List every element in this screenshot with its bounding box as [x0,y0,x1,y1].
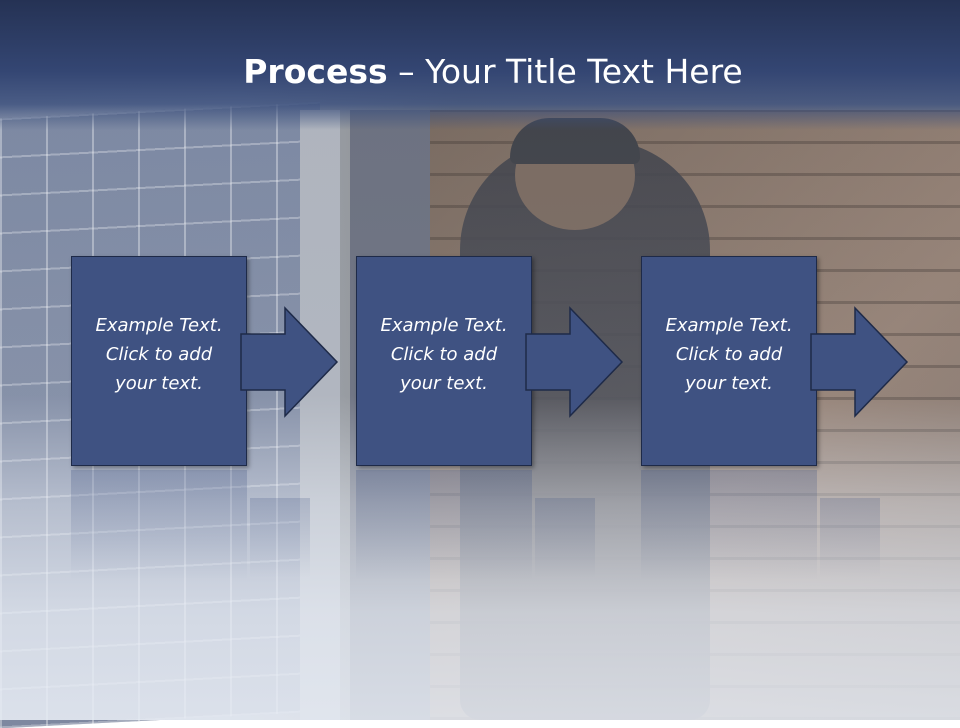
step-text-line-2: Click to add [390,344,498,365]
process-step-2[interactable]: Example Text. Click to add your text. [356,256,624,466]
step-text-line-3: your text. [400,373,488,394]
step-reflection [356,470,532,580]
arrow-reflection [250,498,310,578]
step-text-line-1: Example Text. [95,315,223,336]
step-text-line-2: Click to add [105,344,213,365]
step-text-line-1: Example Text. [380,315,508,336]
step-box[interactable]: Example Text. Click to add your text. [356,256,532,466]
step-text-line-3: your text. [115,373,203,394]
slide-title[interactable]: Process – Your Title Text Here [0,52,960,91]
step-box[interactable]: Example Text. Click to add your text. [71,256,247,466]
step-reflection [641,470,817,580]
process-step-3[interactable]: Example Text. Click to add your text. [641,256,909,466]
step-text-line-1: Example Text. [665,315,793,336]
step-text-line-2: Click to add [675,344,783,365]
arrow-reflection [820,498,880,578]
slide-title-rest: – Your Title Text Here [387,52,743,91]
step-text[interactable]: Example Text. Click to add your text. [646,311,812,398]
right-arrow-icon [525,306,624,418]
slide-title-bold: Process [243,52,388,91]
process-step-1[interactable]: Example Text. Click to add your text. [71,256,339,466]
right-arrow-icon [240,306,339,418]
step-text-line-3: your text. [685,373,773,394]
step-text[interactable]: Example Text. Click to add your text. [76,311,242,398]
step-box[interactable]: Example Text. Click to add your text. [641,256,817,466]
arrow-reflection [535,498,595,578]
step-text[interactable]: Example Text. Click to add your text. [361,311,527,398]
right-arrow-icon [810,306,909,418]
step-reflection [71,470,247,580]
title-bar: Process – Your Title Text Here [0,0,960,130]
